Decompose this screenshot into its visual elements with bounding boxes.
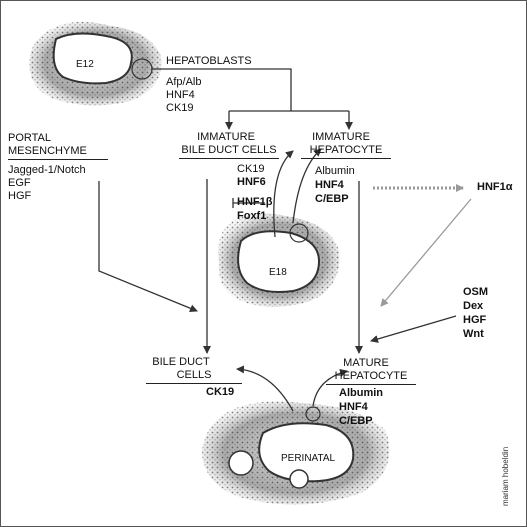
e12-tissue — [29, 21, 162, 106]
immature-hepatocyte-title-1: IMMATURE — [312, 131, 370, 143]
perinatal-tissue — [202, 401, 390, 505]
immature-hepatocyte-title-2: HEPATOCYTE — [301, 144, 391, 159]
portal-signal: HGF — [8, 190, 32, 202]
immature-hepatocyte-marker: HNF4 — [315, 179, 344, 191]
hepatoblast-marker: Afp/Alb — [166, 76, 202, 88]
bile-duct-cells-title-1: BILE DUCT — [152, 356, 210, 368]
mature-hepatocyte-title-1: MATURE — [343, 357, 389, 369]
immature-bile-duct-marker: HNF1β — [237, 196, 273, 208]
portal-mesenchyme-title-2: MESENCHYME — [8, 145, 108, 160]
bile-duct-cells-title-2: CELLS — [146, 369, 242, 384]
immature-bile-duct-marker: Foxf1 — [237, 210, 267, 222]
immature-bile-duct-marker: CK19 — [237, 163, 265, 175]
external-factor: Dex — [463, 300, 484, 312]
bile-duct-cells-marker: CK19 — [206, 386, 235, 398]
hepatoblasts-title: HEPATOBLASTS — [166, 55, 252, 67]
e18-tissue — [218, 213, 340, 307]
hepatoblast-marker: CK19 — [166, 102, 194, 114]
artist-credit: mariam hobeldin — [501, 446, 510, 506]
mature-hepatocyte-marker: C/EBP — [339, 415, 373, 427]
immature-hepatocyte-marker: C/EBP — [315, 193, 349, 205]
mature-hepatocyte-marker: Albumin — [339, 387, 383, 399]
hepatoblast-marker: HNF4 — [166, 89, 195, 101]
hnf1a-label: HNF1α — [477, 181, 513, 193]
immature-bile-duct-title-1: IMMATURE — [197, 131, 255, 143]
stage-label-perinatal: PERINATAL — [281, 453, 336, 464]
portal-signal: EGF — [8, 177, 31, 189]
mature-hepatocyte-title-2: HEPATOCYTE — [326, 370, 416, 385]
external-factor: HGF — [463, 314, 487, 326]
immature-hepatocyte-marker: Albumin — [315, 165, 355, 177]
hnf1a-to-mature-arrow — [380, 198, 472, 307]
external-factor: OSM — [463, 286, 489, 298]
portal-signal: Jagged-1/Notch — [8, 164, 86, 176]
mature-hepatocyte-marker: HNF4 — [339, 401, 368, 413]
immature-bile-duct-title-2: BILE DUCT CELLS — [179, 144, 279, 159]
portal-mesenchyme-title-1: PORTAL — [8, 132, 51, 144]
stage-label-e18: E18 — [269, 267, 287, 278]
arrows — [98, 68, 457, 412]
external-factor: Wnt — [463, 328, 484, 340]
immature-bile-duct-marker: HNF6 — [237, 176, 266, 188]
stage-label-e12: E12 — [76, 59, 94, 70]
